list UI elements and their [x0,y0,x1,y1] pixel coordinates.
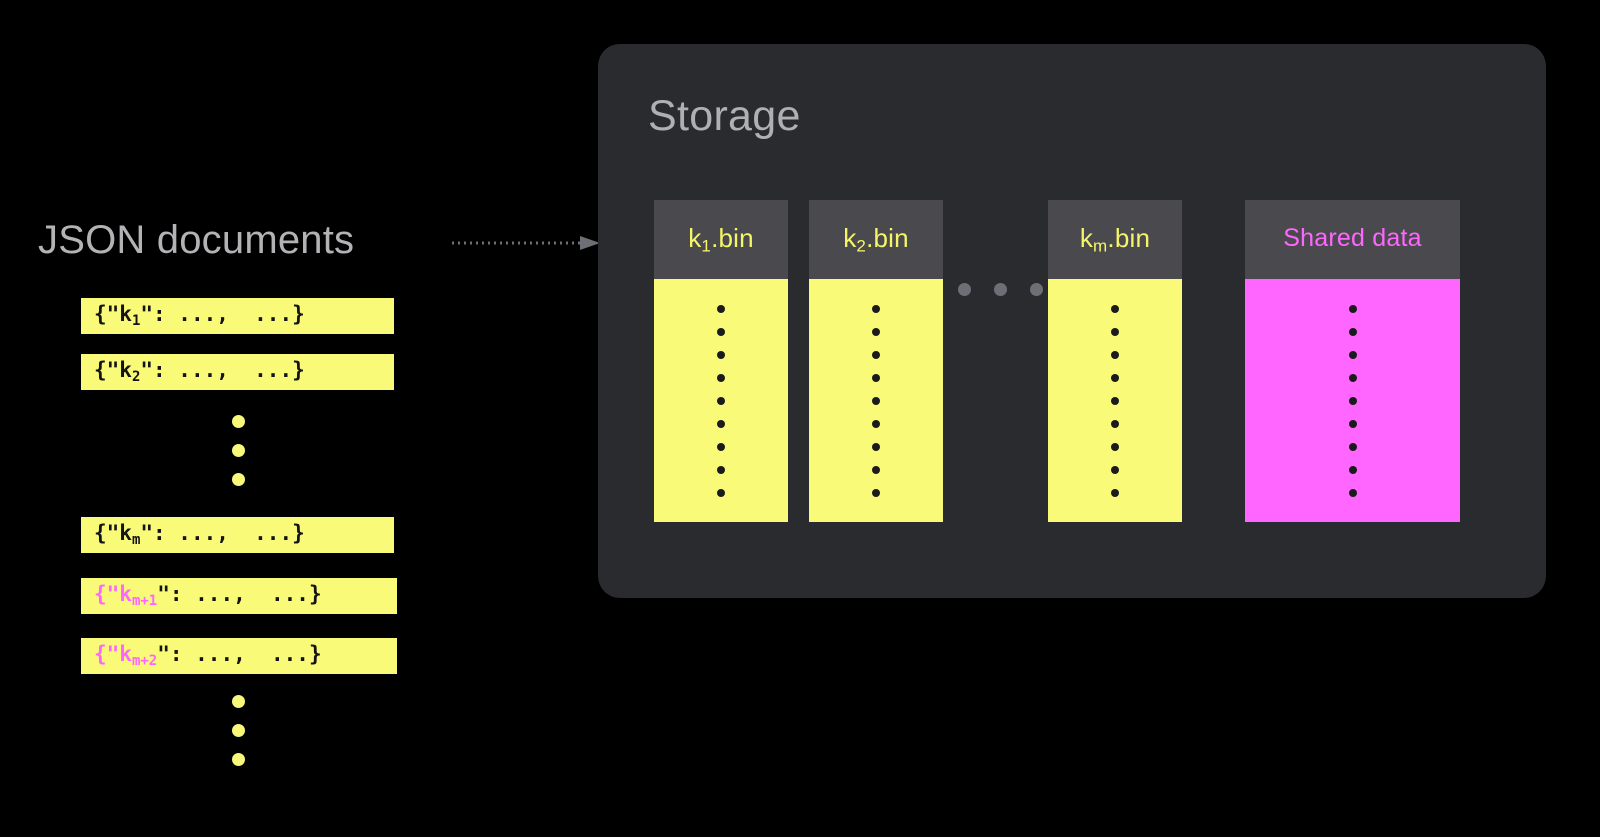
storage-column-body [654,279,788,522]
json-doc-suffix: ": ..., ...} [140,302,305,327]
storage-title: Storage [648,92,801,140]
storage-column-shared-data[interactable]: Shared data [1245,200,1460,522]
json-doc-prefix: {"k [94,582,132,607]
body-dot [1111,465,1119,474]
ellipsis-dot [232,695,245,708]
storage-columns-row: k1.bin k2.bin [598,200,1546,540]
body-dot [872,442,880,451]
json-document-text: {"k1": ..., ...} [94,304,305,328]
body-dot [717,465,725,474]
body-dot [872,373,880,382]
body-dot [717,373,725,382]
body-dot [872,419,880,428]
body-dot [1111,304,1119,313]
body-dot [872,488,880,497]
body-dot [717,350,725,359]
body-dot [717,327,725,336]
json-doc-suffix: ": ..., ...} [157,582,322,607]
documents-ellipsis-upper [232,415,245,486]
body-dot [1348,465,1357,474]
storage-columns-ellipsis [958,283,1043,296]
storage-column-header: km.bin [1048,200,1182,279]
body-dot [717,442,725,451]
body-dot [1348,304,1357,313]
body-dot [717,396,725,405]
json-document-box: {"k2": ..., ...} [81,354,394,390]
storage-column-k1-bin[interactable]: k1.bin [654,200,788,522]
body-dot [1111,488,1119,497]
body-dot [1348,488,1357,497]
body-dot [1111,396,1119,405]
json-document-text: {"km": ..., ...} [94,523,305,547]
storage-panel: Storage k1.bin k2.bin [598,44,1546,598]
body-dot [872,304,880,313]
json-documents-section: JSON documents {"k1": ..., ...} {"k2": .… [0,0,600,837]
storage-column-km-bin[interactable]: km.bin [1048,200,1182,522]
json-document-box: {"km": ..., ...} [81,517,394,553]
storage-column-label: Shared data [1283,223,1422,252]
json-doc-subscript: m+2 [131,652,158,669]
body-dot [872,327,880,336]
body-dot [1348,350,1357,359]
storage-column-label: k2.bin [843,222,909,256]
json-doc-prefix: {"k [94,358,132,383]
json-doc-subscript: 2 [131,368,141,385]
ellipsis-dot [232,415,245,428]
json-document-text: {"km+2": ..., ...} [94,644,322,668]
ellipsis-dot [1030,283,1043,296]
ellipsis-dot [232,444,245,457]
body-dot [717,488,725,497]
storage-column-k2-bin[interactable]: k2.bin [809,200,943,522]
storage-column-body [1048,279,1182,522]
storage-column-body [809,279,943,522]
body-dot [1348,327,1357,336]
body-dot [1111,327,1119,336]
json-doc-subscript: 1 [131,312,141,329]
body-dot [1348,373,1357,382]
json-doc-subscript: m [131,531,141,548]
body-dot [717,419,725,428]
json-document-text: {"k2": ..., ...} [94,360,305,384]
json-doc-prefix: {"k [94,521,132,546]
json-doc-suffix: ": ..., ...} [157,642,322,667]
body-dot [1111,350,1119,359]
body-dot [1111,373,1119,382]
json-doc-prefix: {"k [94,302,132,327]
body-dot [1348,419,1357,428]
ellipsis-dot [232,473,245,486]
json-document-box: {"k1": ..., ...} [81,298,394,334]
ellipsis-dot [958,283,971,296]
flow-arrow-icon [452,236,600,250]
storage-column-header: Shared data [1245,200,1460,279]
body-dot [872,465,880,474]
documents-ellipsis-lower [232,695,245,766]
json-document-box: {"km+1": ..., ...} [81,578,397,614]
storage-column-header: k1.bin [654,200,788,279]
ellipsis-dot [232,753,245,766]
ellipsis-dot [232,724,245,737]
storage-column-header: k2.bin [809,200,943,279]
storage-column-label: km.bin [1079,222,1151,256]
body-dot [1111,419,1119,428]
body-dot [1348,442,1357,451]
json-doc-subscript: m+1 [131,592,158,609]
body-dot [1348,396,1357,405]
json-document-box: {"km+2": ..., ...} [81,638,397,674]
json-doc-suffix: ": ..., ...} [140,521,305,546]
json-document-text: {"km+1": ..., ...} [94,584,322,608]
json-doc-prefix: {"k [94,642,132,667]
ellipsis-dot [994,283,1007,296]
json-doc-suffix: ": ..., ...} [140,358,305,383]
body-dot [717,304,725,313]
body-dot [1111,442,1119,451]
json-documents-title: JSON documents [38,218,355,262]
body-dot [872,396,880,405]
storage-column-label: k1.bin [688,222,754,256]
storage-column-body [1245,279,1460,522]
body-dot [872,350,880,359]
